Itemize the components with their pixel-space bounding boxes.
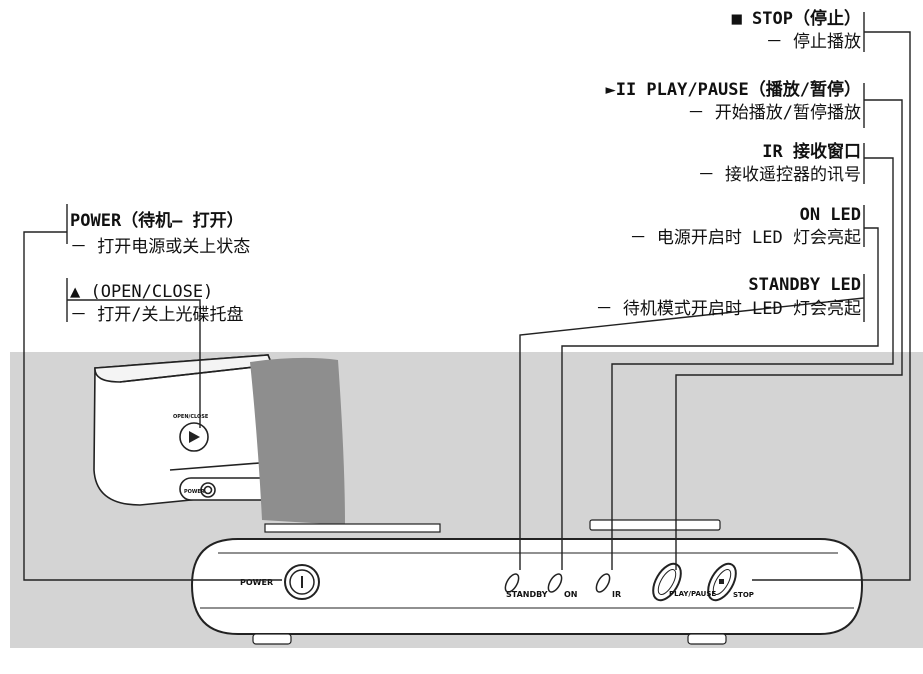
play-pause-callout-title: ►II PLAY/PAUSE（播放/暂停） [605,80,861,100]
power-callout-title: POWER（待机– 打开） [70,211,244,231]
small-open-close-label: OPEN/CLOSE [173,414,209,420]
open-close-callout-title: ▲ (OPEN/CLOSE) [70,282,214,302]
standby-led-callout-title: STANDBY LED [748,275,861,295]
device-ir-label: IR [612,590,621,599]
device-stop-label: STOP [733,591,754,599]
on-led-callout-title: ON LED [799,205,861,225]
on-led-callout-desc: － 电源开启时 LED 灯会亮起 [629,228,861,248]
device-on-label: ON [564,590,578,599]
small-device [93,354,274,506]
leader-lines [23,12,911,581]
stop-callout-title: ■ STOP（停止） [731,9,861,29]
open-close-callout-desc: － 打开/关上光碟托盘 [70,305,244,325]
standby-led-callout-desc: － 待机模式开启时 LED 灯会亮起 [595,299,861,319]
ir-callout-title: IR 接收窗口 [762,142,861,162]
device-standby-label: STANDBY [506,590,548,599]
main-device [190,519,864,645]
stop-callout-desc: － 停止播放 [765,32,861,52]
ir-callout-desc: － 接收遥控器的讯号 [697,165,861,185]
power-callout-desc: － 打开电源或关上状态 [70,237,251,257]
play-pause-callout-desc: － 开始播放/暂停播放 [687,103,861,123]
device-power-label: POWER [240,578,273,587]
small-power-label: POWER [184,489,205,495]
device-play-pause-label: PLAY/PAUSE [669,590,716,598]
gray-flap [250,357,345,525]
